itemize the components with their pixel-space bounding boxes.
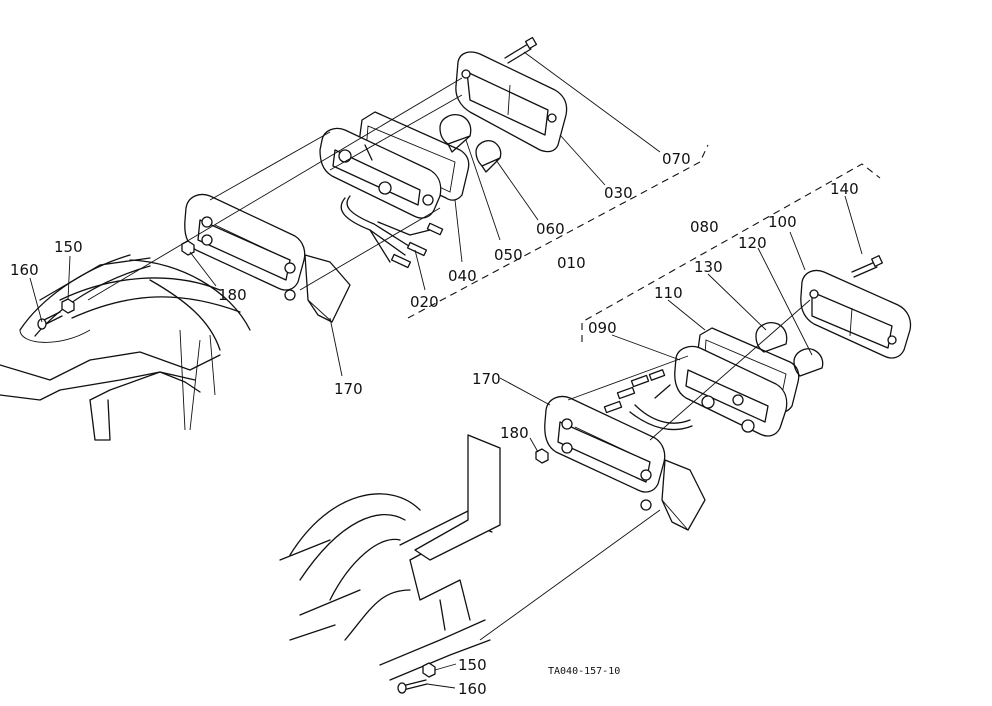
label-170-lower: 170 — [472, 370, 501, 388]
label-080: 080 — [690, 218, 719, 236]
lens-cover-100 — [800, 269, 912, 359]
fender-frame-lower — [279, 434, 501, 681]
label-140: 140 — [830, 180, 859, 198]
screw-070 — [504, 36, 538, 64]
label-130: 130 — [694, 258, 723, 276]
label-040: 040 — [448, 267, 477, 285]
label-060: 060 — [536, 220, 565, 238]
bracket-170-lower — [544, 395, 706, 531]
label-180-lower: 180 — [500, 424, 529, 442]
alignment-lines — [87, 77, 811, 641]
wire-harness-090 — [603, 369, 693, 431]
assembly-boundary-upper — [407, 144, 709, 319]
label-100: 100 — [768, 213, 797, 231]
label-070: 070 — [662, 150, 691, 168]
assembly-boundary-lower — [581, 163, 881, 342]
screw-160-upper — [37, 311, 63, 330]
bulb-050 — [439, 114, 472, 153]
label-150-lower: 150 — [458, 656, 487, 674]
label-010: 010 — [557, 254, 586, 272]
bulb-060 — [475, 140, 502, 173]
label-120: 120 — [738, 234, 767, 252]
bolt-150-upper — [61, 298, 75, 314]
label-170-upper: 170 — [334, 380, 363, 398]
leader-lines — [29, 51, 863, 689]
label-050: 050 — [494, 246, 523, 264]
bulb-130 — [755, 322, 788, 353]
label-020: 020 — [410, 293, 439, 311]
fender-frame-upper — [0, 254, 251, 441]
lamp-body-080 — [674, 345, 788, 437]
label-150-upper: 150 — [54, 238, 83, 256]
label-180-upper: 180 — [218, 286, 247, 304]
screw-160-lower — [397, 679, 428, 694]
label-160-lower: 160 — [458, 680, 487, 698]
lamp-body-010 — [319, 127, 442, 219]
label-160-upper: 160 — [10, 261, 39, 279]
part-labels: 070 030 060 050 010 040 020 150 160 180 … — [10, 150, 859, 698]
screw-140 — [851, 255, 883, 278]
nut-180-lower — [535, 448, 549, 464]
bolt-150-lower — [422, 662, 436, 678]
label-110: 110 — [654, 284, 683, 302]
label-030: 030 — [604, 184, 633, 202]
diagram-code: TA040-157-10 — [548, 666, 620, 677]
bulb-120 — [793, 348, 824, 377]
label-090: 090 — [588, 319, 617, 337]
lens-cover-030 — [455, 51, 568, 153]
